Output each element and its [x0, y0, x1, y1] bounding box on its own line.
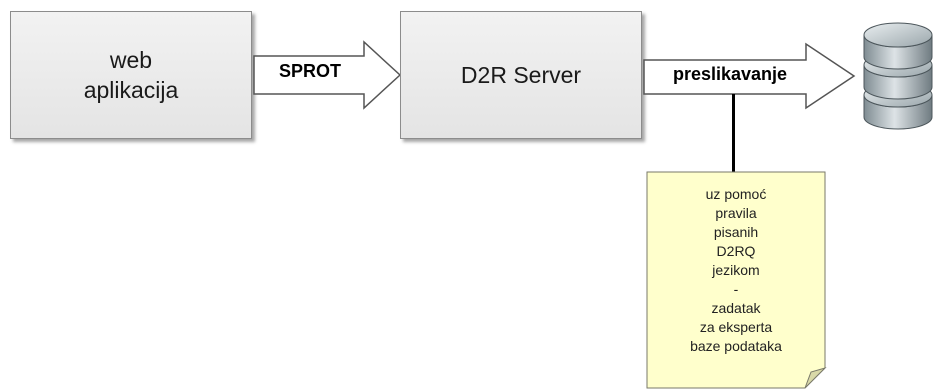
d2r-server-label: D2R Server	[460, 61, 582, 88]
mapping-arrow	[643, 42, 856, 110]
sprot-arrow	[253, 40, 402, 110]
mapping-label: preslikavanje	[672, 64, 788, 84]
web-application-node: web aplikacija	[10, 11, 252, 139]
note-text: uz pomoć pravila pisanih D2RQ jezikom - …	[690, 186, 782, 354]
d2r-server-node: D2R Server	[400, 11, 642, 139]
note-shape	[646, 171, 827, 389]
sprot-label: SPROT	[278, 61, 341, 81]
database-icon	[863, 22, 933, 130]
web-application-label: web aplikacija	[83, 47, 179, 103]
note-connector-line	[732, 94, 735, 174]
